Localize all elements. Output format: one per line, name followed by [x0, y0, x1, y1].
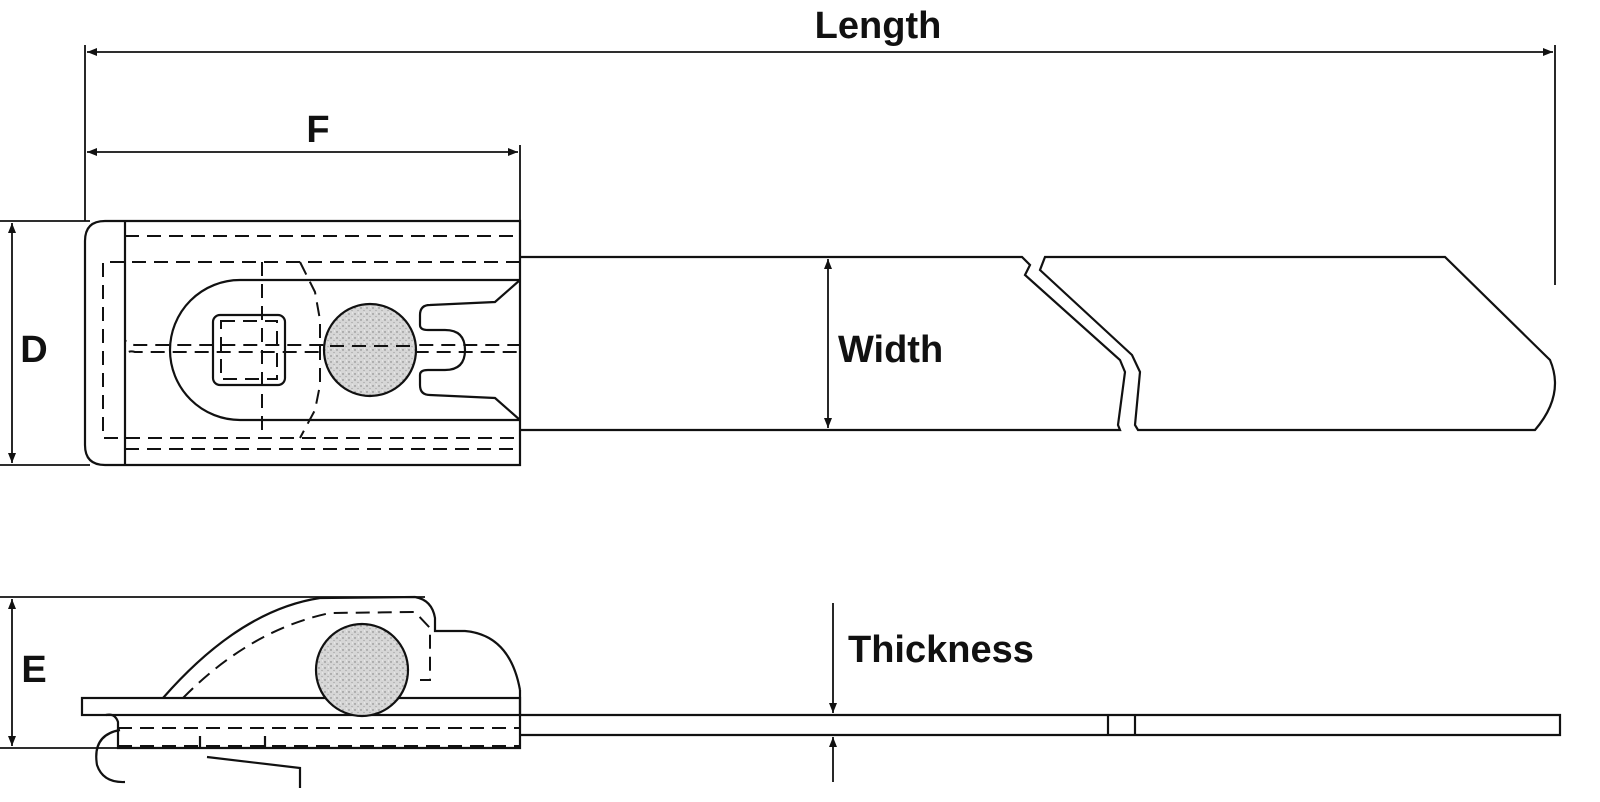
locking-ball-side — [314, 622, 410, 718]
head-side-view — [80, 595, 522, 788]
length-label: Length — [815, 5, 942, 47]
strap-side-view — [520, 713, 1562, 737]
e-label: E — [21, 649, 46, 691]
width-dimension: Width — [824, 259, 943, 428]
strap-top-view — [520, 255, 1557, 432]
f-label: F — [306, 109, 329, 151]
d-dimension: D — [0, 220, 90, 466]
head-top-view — [83, 219, 522, 467]
d-label: D — [20, 329, 47, 371]
f-dimension: F — [87, 109, 521, 221]
width-label: Width — [838, 329, 943, 371]
thickness-dimension: Thickness — [829, 603, 1034, 782]
locking-ball — [322, 302, 418, 398]
thickness-label: Thickness — [848, 629, 1034, 671]
length-dimension: Length — [84, 5, 1556, 285]
